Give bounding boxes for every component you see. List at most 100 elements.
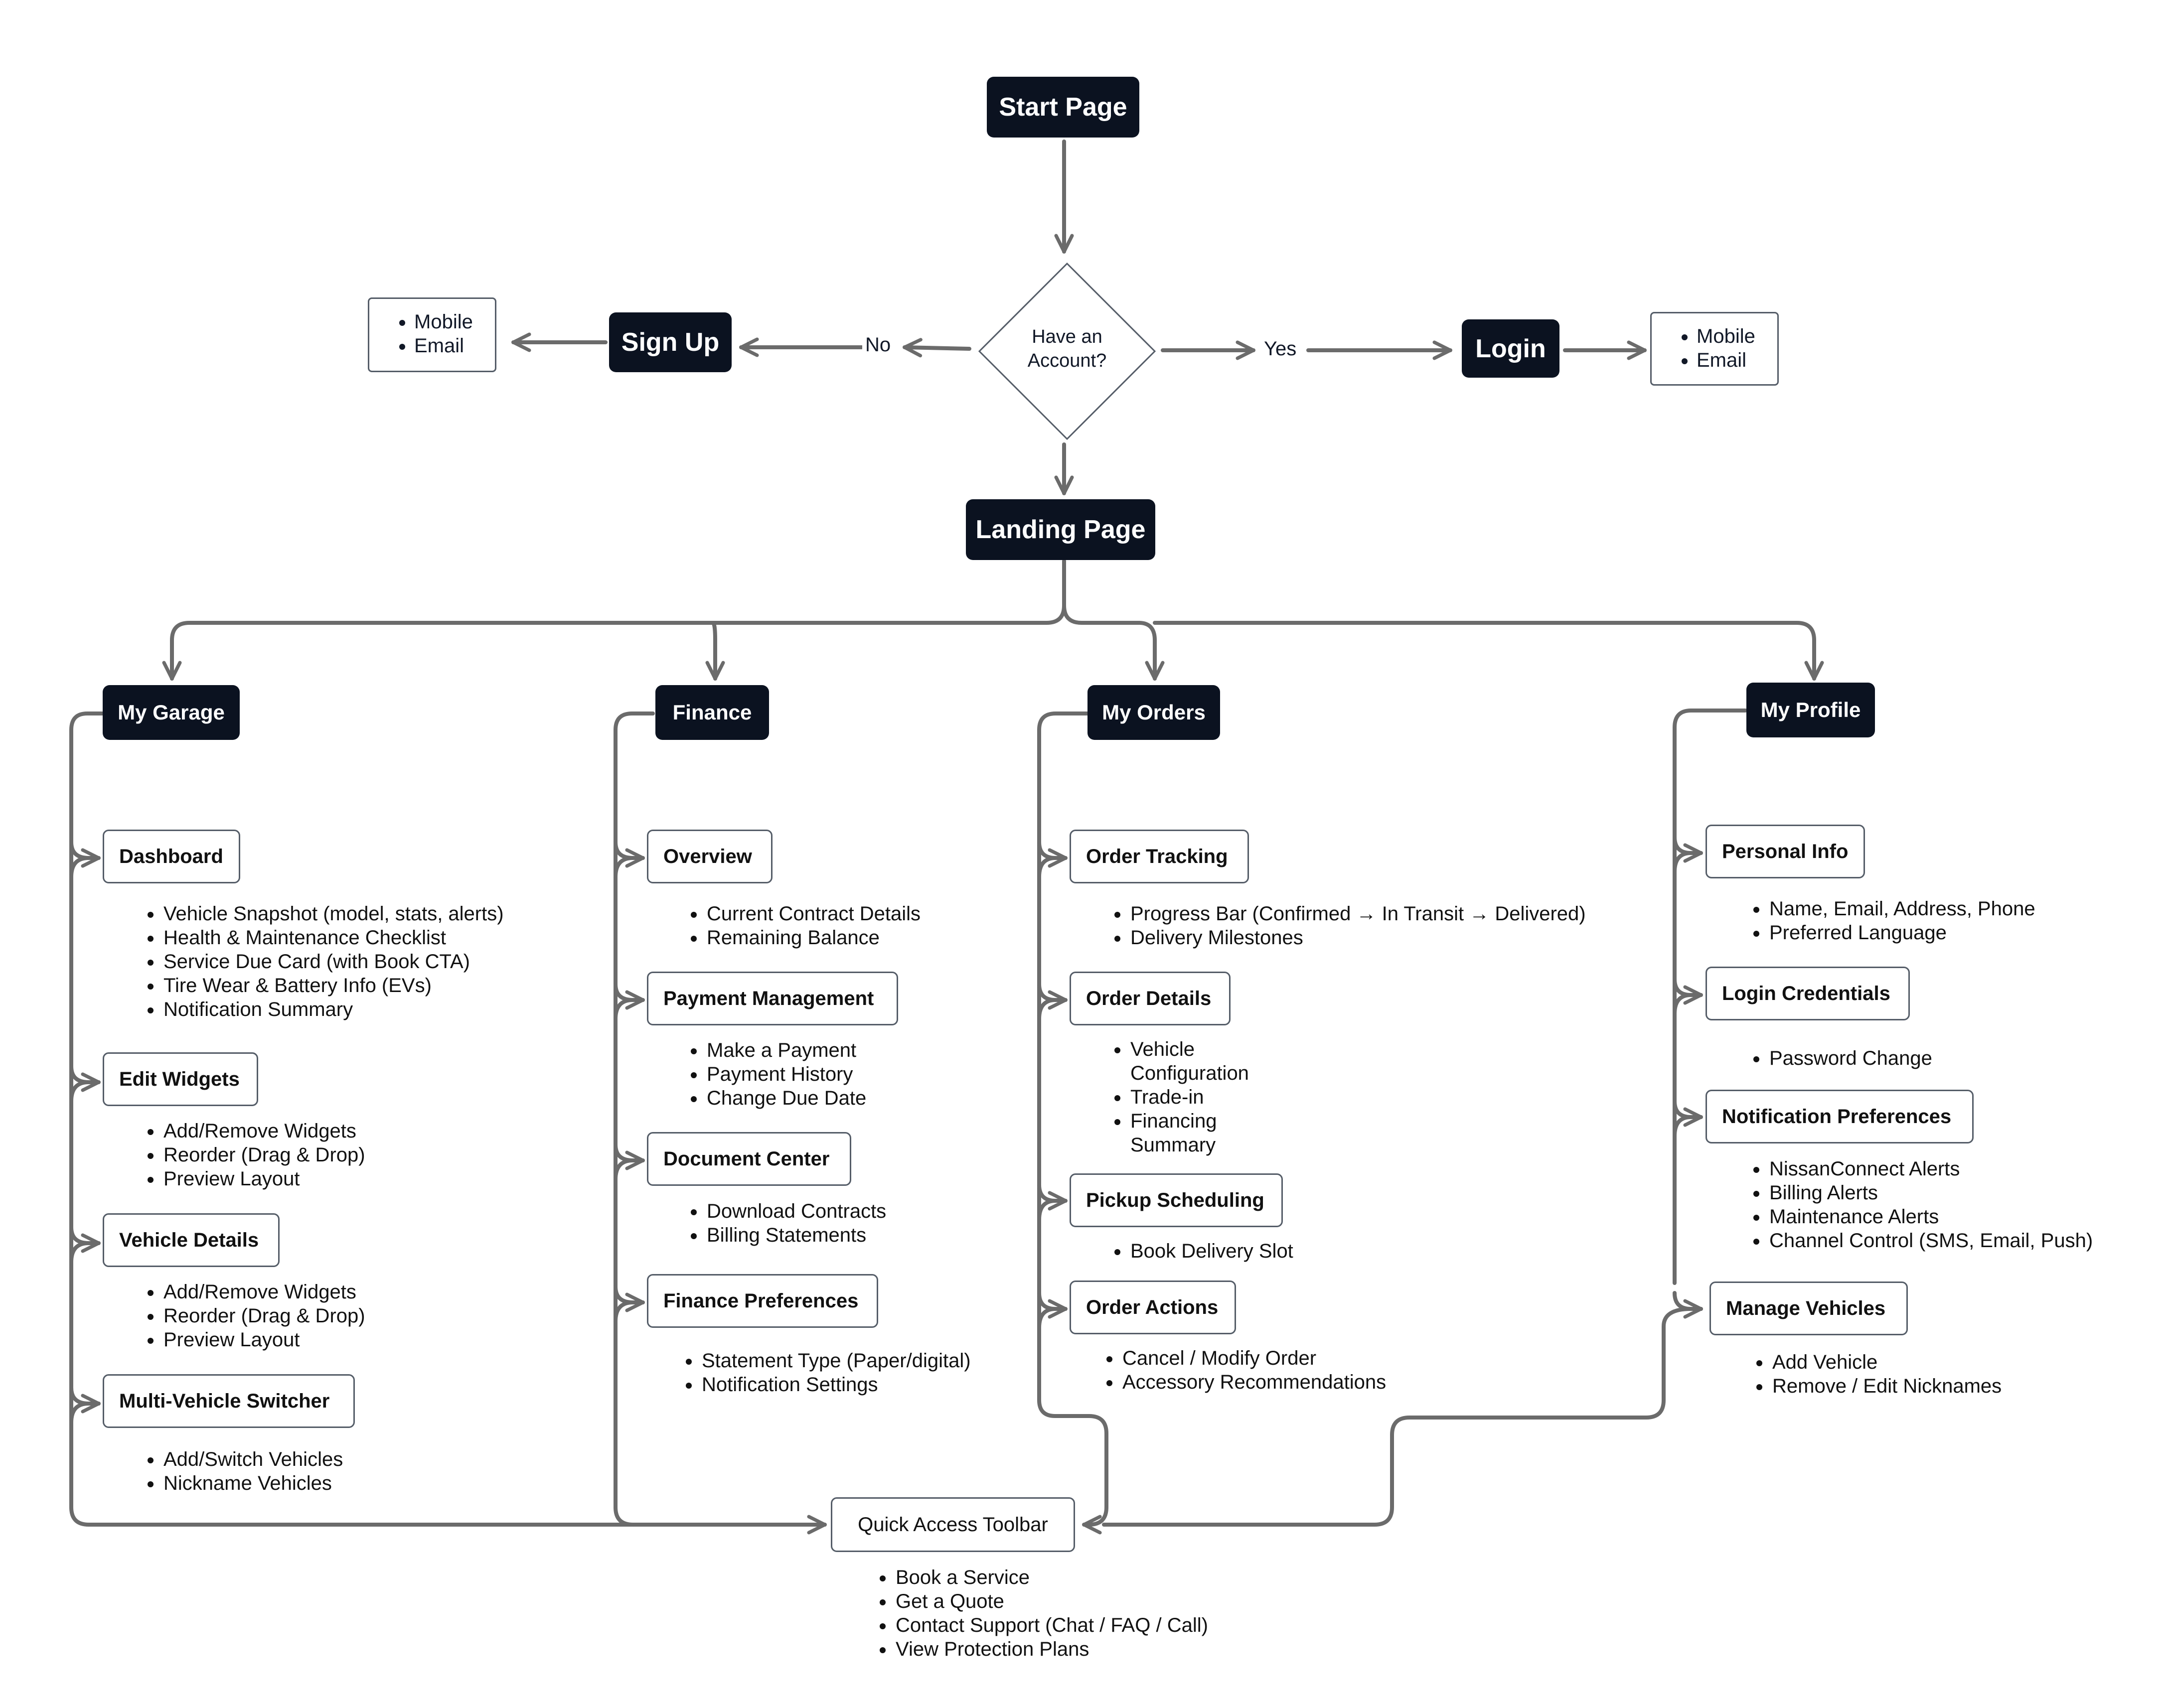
finance-payment-list: Make a Payment Payment History Change Du…	[671, 1038, 866, 1110]
login-options-box: Mobile Email	[1650, 312, 1779, 386]
login-node: Login	[1462, 319, 1559, 378]
list-item: Get a Quote	[895, 1589, 1208, 1613]
list-item: Make a Payment	[706, 1038, 866, 1062]
start-page-node: Start Page	[987, 77, 1139, 138]
list-item: Billing Alerts	[1768, 1181, 2093, 1205]
spine-finance	[614, 712, 655, 1527]
decision-diamond	[978, 263, 1156, 440]
spine-profile	[1673, 709, 1747, 1285]
garage-edit-widgets-node: Edit Widgets	[103, 1052, 258, 1106]
list-item: Change Due Date	[706, 1086, 866, 1110]
edge-profile-quickaccess	[1102, 1307, 1703, 1527]
list-item: Health & Maintenance Checklist	[162, 926, 504, 950]
edge-decision-no	[903, 338, 971, 358]
section-my-garage: My Garage	[103, 685, 240, 740]
profile-notification-prefs-node: Notification Preferences	[1706, 1090, 1974, 1143]
list-item: Tire Wear & Battery Info (EVs)	[162, 974, 504, 997]
list-item: Maintenance Alerts	[1768, 1205, 2093, 1229]
edge-landing-orders	[1062, 603, 1165, 681]
finance-document-center-node: Document Center	[647, 1132, 851, 1186]
orders-actions-list: Cancel / Modify Order Accessory Recommen…	[1086, 1346, 1386, 1394]
garage-dashboard-node: Dashboard	[103, 830, 240, 883]
list-item: Preferred Language	[1768, 921, 2035, 945]
edge-label-yes: Yes	[1261, 338, 1300, 360]
list-item: Reorder (Drag & Drop)	[162, 1143, 365, 1167]
quick-access-list: Book a Service Get a Quote Contact Suppo…	[860, 1566, 1208, 1661]
orders-tracking-list: Progress Bar (Confirmed → In Transit → D…	[1094, 902, 1586, 950]
list-item: Accessory Recommendations	[1121, 1370, 1386, 1394]
list-item: Channel Control (SMS, Email, Push)	[1768, 1229, 2093, 1253]
decision-label-line2: Account?	[1027, 350, 1107, 371]
list-item: Preview Layout	[162, 1167, 365, 1191]
list-item: Book Delivery Slot	[1129, 1239, 1293, 1263]
edge-label-no: No	[862, 334, 894, 356]
list-item: Service Due Card (with Book CTA)	[162, 950, 504, 974]
list-item: NissanConnect Alerts	[1768, 1157, 2093, 1181]
signup-node: Sign Up	[609, 312, 732, 372]
garage-dashboard-list: Vehicle Snapshot (model, stats, alerts) …	[128, 902, 504, 1021]
login-option: Email	[1697, 348, 1777, 372]
list-item: Payment History	[706, 1062, 866, 1086]
login-option: Mobile	[1697, 324, 1777, 348]
finance-document-center-list: Download Contracts Billing Statements	[671, 1199, 886, 1247]
orders-details-node: Order Details	[1070, 972, 1231, 1025]
profile-personal-info-node: Personal Info	[1706, 825, 1865, 878]
finance-overview-node: Overview	[647, 830, 773, 883]
garage-multi-vehicle-node: Multi-Vehicle Switcher	[103, 1374, 355, 1428]
list-item: Add Vehicle	[1771, 1350, 2002, 1374]
signup-option: Mobile	[414, 310, 495, 334]
list-item: Book a Service	[895, 1566, 1208, 1589]
profile-notification-prefs-list: NissanConnect Alerts Billing Alerts Main…	[1733, 1157, 2093, 1253]
list-item: Vehicle Configuration	[1129, 1037, 1259, 1085]
list-item: Remaining Balance	[706, 926, 921, 950]
profile-manage-vehicles-list: Add Vehicle Remove / Edit Nicknames	[1736, 1350, 2002, 1398]
finance-preferences-node: Finance Preferences	[647, 1274, 878, 1328]
signup-option: Email	[414, 334, 495, 358]
edge-landing-profile	[1153, 621, 1824, 681]
orders-details-list: Vehicle Configuration Trade-in Financing…	[1094, 1037, 1259, 1157]
orders-pickup-node: Pickup Scheduling	[1070, 1173, 1283, 1227]
list-item: Notification Summary	[162, 997, 504, 1021]
list-item: Billing Statements	[706, 1223, 886, 1247]
decision-label-line1: Have an	[1032, 326, 1102, 347]
orders-actions-node: Order Actions	[1070, 1281, 1236, 1334]
list-item: Nickname Vehicles	[162, 1471, 343, 1495]
list-item: Delivery Milestones	[1129, 926, 1586, 950]
profile-manage-vehicles-node: Manage Vehicles	[1709, 1281, 1908, 1335]
quick-access-toolbar-node: Quick Access Toolbar	[831, 1497, 1075, 1552]
list-item: View Protection Plans	[895, 1637, 1208, 1661]
section-my-orders: My Orders	[1087, 685, 1220, 740]
edge-landing-finance	[705, 621, 725, 681]
list-item: Cancel / Modify Order	[1121, 1346, 1386, 1370]
list-item: Password Change	[1768, 1046, 1932, 1070]
list-item: Current Contract Details	[706, 902, 921, 926]
landing-page-node: Landing Page	[966, 499, 1155, 560]
finance-preferences-list: Statement Type (Paper/digital) Notificat…	[666, 1349, 971, 1397]
garage-vehicle-details-list: Add/Remove Widgets Reorder (Drag & Drop)…	[128, 1280, 365, 1352]
garage-multi-vehicle-list: Add/Switch Vehicles Nickname Vehicles	[128, 1447, 343, 1495]
list-item: Statement Type (Paper/digital)	[701, 1349, 971, 1373]
list-item: Add/Remove Widgets	[162, 1280, 365, 1304]
list-item: Trade-in	[1129, 1085, 1259, 1109]
list-item: Add/Remove Widgets	[162, 1119, 365, 1143]
list-item: Reorder (Drag & Drop)	[162, 1304, 365, 1328]
spine-orders	[1037, 712, 1108, 1535]
orders-pickup-list: Book Delivery Slot	[1094, 1239, 1293, 1263]
orders-tracking-node: Order Tracking	[1070, 830, 1249, 883]
list-item: Remove / Edit Nicknames	[1771, 1374, 2002, 1398]
list-item: Vehicle Snapshot (model, stats, alerts)	[162, 902, 504, 926]
decision-label: Have an Account?	[978, 325, 1156, 373]
list-item: Progress Bar (Confirmed → In Transit → D…	[1129, 902, 1586, 926]
signup-options-box: Mobile Email	[368, 297, 496, 372]
list-item: Add/Switch Vehicles	[162, 1447, 343, 1471]
finance-overview-list: Current Contract Details Remaining Balan…	[671, 902, 921, 950]
garage-edit-widgets-list: Add/Remove Widgets Reorder (Drag & Drop)…	[128, 1119, 365, 1191]
profile-login-credentials-node: Login Credentials	[1706, 967, 1910, 1020]
finance-payment-node: Payment Management	[647, 972, 898, 1025]
edge-landing-garage	[162, 559, 1066, 681]
list-item: Name, Email, Address, Phone	[1768, 897, 2035, 921]
section-finance: Finance	[655, 685, 769, 740]
list-item: Notification Settings	[701, 1373, 971, 1397]
list-item: Financing Summary	[1129, 1109, 1259, 1157]
